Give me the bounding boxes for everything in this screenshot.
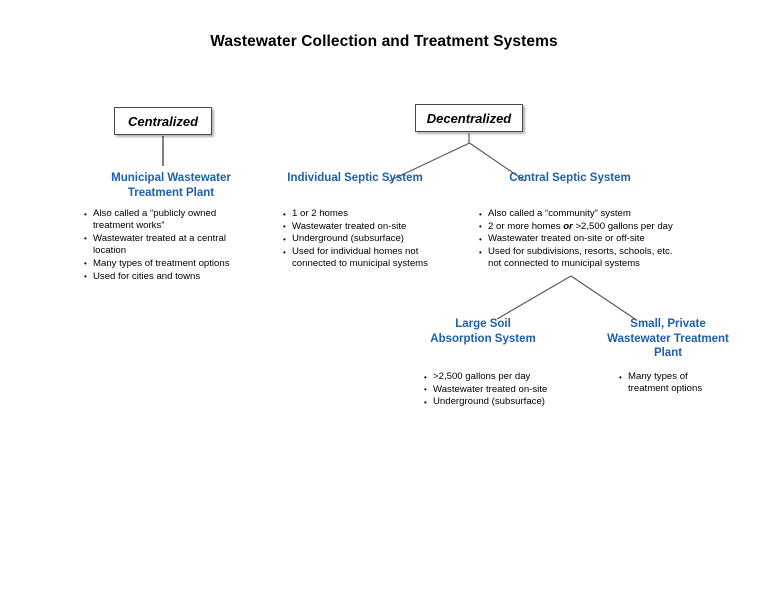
emphasis-or: or xyxy=(563,220,573,232)
bullet-list-large-soil-absorption: >2,500 gallons per dayWastewater treated… xyxy=(424,370,559,409)
list-item: >2,500 gallons per day xyxy=(424,370,559,383)
list-item: Wastewater treated at a central location xyxy=(84,232,244,257)
heading-central-septic-system: Central Septic System xyxy=(509,172,631,184)
list-item: Many types of treatment options xyxy=(84,257,244,270)
node-box-decentralized-label: Decentralized xyxy=(426,110,512,126)
list-item: 2 or more homes or >2,500 gallons per da… xyxy=(479,220,684,233)
list-item: Underground (subsurface) xyxy=(283,233,433,246)
heading-large-soil-absorption-system: Large Soil Absorption System xyxy=(430,318,536,345)
connector-central-to-small-private xyxy=(570,275,636,320)
list-item: Wastewater treated on-site xyxy=(283,220,433,233)
node-box-decentralized[interactable]: Decentralized xyxy=(415,104,523,132)
list-item: 1 or 2 homes xyxy=(283,207,433,220)
list-item: Many types of treatment options xyxy=(619,370,719,395)
heading-individual-septic-system: Individual Septic System xyxy=(287,172,423,184)
list-item: Wastewater treated on-site or off-site xyxy=(479,233,684,246)
heading-municipal-wastewater-treatment-plant: Municipal Wastewater Treatment Plant xyxy=(111,172,231,199)
bullet-list-municipal: Also called a “publicly owned treatment … xyxy=(84,207,244,283)
list-item: Also called a “community” system xyxy=(479,207,684,220)
list-item: Used for cities and towns xyxy=(84,270,244,283)
node-box-centralized[interactable]: Centralized xyxy=(114,107,212,135)
heading-small-private-wastewater-treatment-plant: Small, Private Wastewater Treatment Plan… xyxy=(607,318,729,359)
list-item: Also called a “publicly owned treatment … xyxy=(84,207,244,232)
page-title: Wastewater Collection and Treatment Syst… xyxy=(210,33,558,50)
list-item: Used for subdivisions, resorts, schools,… xyxy=(479,246,684,270)
bullet-list-central-septic: Also called a “community” system2 or mor… xyxy=(479,207,684,271)
connector-central-to-large-soil xyxy=(496,275,572,320)
bullet-list-small-private: Many types of treatment options xyxy=(619,370,719,396)
node-box-centralized-label: Centralized xyxy=(127,113,199,129)
list-item: Used for individual homes not connected … xyxy=(283,246,433,270)
list-item: Underground (subsurface) xyxy=(424,396,559,409)
bullet-list-individual-septic: 1 or 2 homesWastewater treated on-siteUn… xyxy=(283,207,433,271)
list-item: Wastewater treated on-site xyxy=(424,383,559,396)
